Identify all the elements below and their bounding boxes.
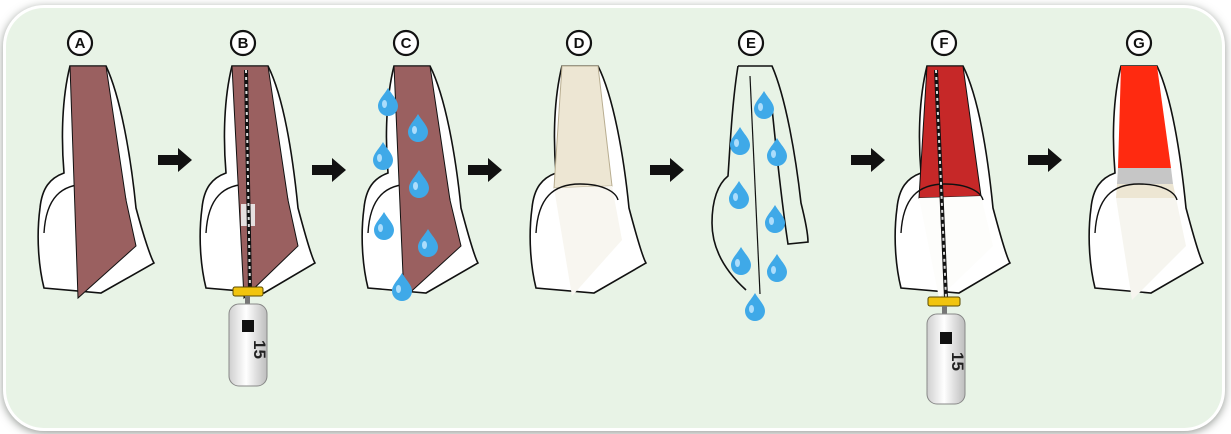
arrow-c-d (468, 158, 502, 182)
file-size-label-b: 15 (250, 340, 269, 359)
step-e: E (712, 31, 808, 321)
step-b: B 15 (200, 31, 315, 386)
arrow-b-c (312, 158, 346, 182)
step-f: F 15 (895, 31, 1010, 404)
irrigation-droplets-e (729, 91, 787, 321)
file-size-label-f: 15 (948, 352, 967, 371)
step-d: D (530, 31, 646, 296)
tooth-a (38, 66, 154, 298)
step-g: G (1089, 31, 1203, 300)
root-canal-procedure-diagram: A B 15 (6, 8, 1222, 428)
step-f-badge: F (932, 31, 956, 55)
step-e-badge: E (739, 31, 763, 55)
tooth-f (895, 66, 1010, 298)
step-c-badge: C (394, 31, 418, 55)
step-a-badge: A (68, 31, 92, 55)
step-e-label: E (746, 35, 756, 52)
step-g-label: G (1133, 35, 1145, 52)
arrow-a-b (158, 148, 192, 172)
step-b-badge: B (231, 31, 255, 55)
step-a-label: A (75, 35, 86, 52)
step-g-badge: G (1127, 31, 1151, 55)
tooth-b (200, 66, 315, 298)
arrow-f-g (1028, 148, 1062, 172)
step-d-badge: D (567, 31, 591, 55)
step-f-label: F (939, 35, 948, 52)
diagram-panel: A B 15 (6, 8, 1222, 428)
tooth-d (530, 66, 646, 296)
step-c: C (362, 31, 478, 301)
step-c-label: C (401, 35, 412, 52)
arrow-d-e (650, 158, 684, 182)
step-a: A (38, 31, 154, 298)
step-b-label: B (238, 35, 249, 52)
step-d-label: D (574, 35, 585, 52)
tooth-g (1089, 66, 1203, 300)
arrow-e-f (851, 148, 885, 172)
